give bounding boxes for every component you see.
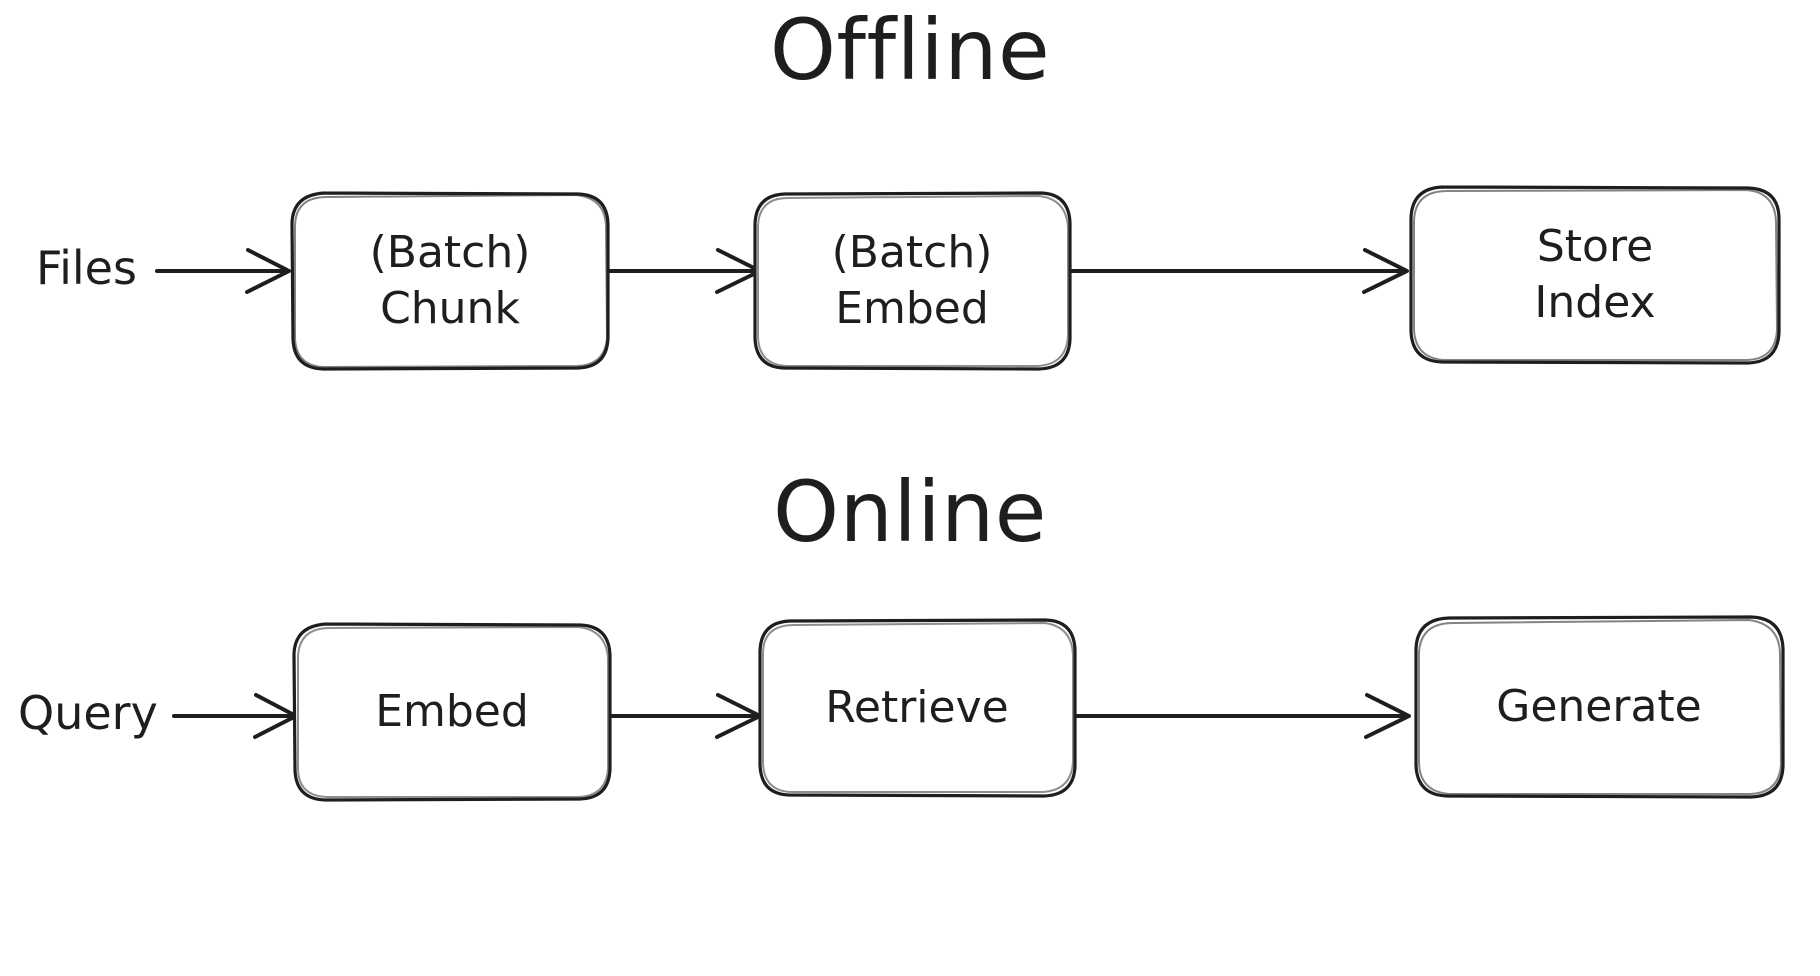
node-label-batch-chunk-line2: Chunk [380, 283, 520, 334]
node-store-index[interactable]: Store Index [1408, 185, 1782, 365]
node-label-batch-embed-line2: Embed [835, 283, 989, 334]
node-batch-chunk[interactable]: (Batch) Chunk [290, 191, 610, 371]
node-label-embed: Embed [375, 685, 529, 737]
arrow-files-to-batch-chunk [155, 248, 291, 294]
node-generate[interactable]: Generate [1413, 615, 1785, 800]
node-label-batch-embed-line1: (Batch) [831, 226, 993, 278]
arrow-batch-embed-to-store-index [1070, 248, 1409, 294]
arrow-embed-to-retrieve [610, 693, 762, 739]
arrow-retrieve-to-generate [1075, 693, 1411, 739]
source-label-files: Files [36, 241, 137, 295]
section-title-offline: Offline [769, 1, 1051, 99]
arrow-query-to-embed [172, 693, 298, 739]
node-label-retrieve: Retrieve [825, 681, 1009, 733]
node-label-generate: Generate [1496, 681, 1702, 733]
node-label-store-index-line1: Store [1536, 220, 1654, 272]
node-retrieve[interactable]: Retrieve [757, 618, 1077, 798]
section-title-online: Online [773, 463, 1047, 561]
source-label-query: Query [18, 686, 158, 740]
node-batch-embed[interactable]: (Batch) Embed [752, 191, 1072, 371]
node-label-store-index-line2: Index [1534, 277, 1656, 328]
node-embed[interactable]: Embed [292, 622, 612, 802]
node-label-batch-chunk-line1: (Batch) [369, 226, 531, 278]
